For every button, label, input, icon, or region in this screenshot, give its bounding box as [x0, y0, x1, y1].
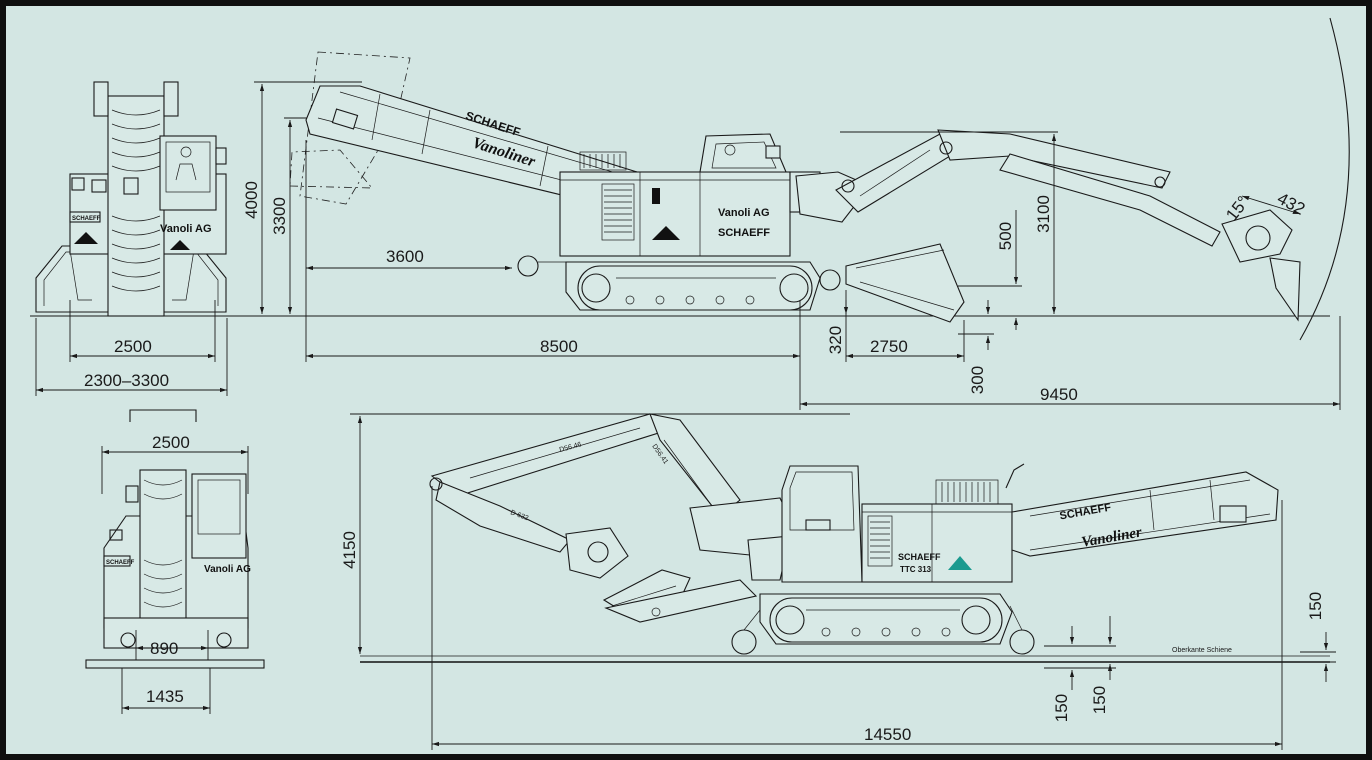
rail-label: Oberkante Schiene [1172, 647, 1232, 654]
dim-2300-3300: 2300–3300 [84, 371, 169, 390]
dim-8500: 8500 [540, 337, 578, 356]
schaeff-small-label-1: SCHAEFF [72, 216, 101, 222]
dim-4150: 4150 [340, 531, 359, 569]
dim-320: 320 [826, 326, 845, 354]
dim-432: 432 [1274, 189, 1308, 219]
side-view-bottom: Oberkante Schiene 4150 D56.46 D56.41 D 6… [340, 413, 1336, 750]
dim-3600: 3600 [386, 247, 424, 266]
vanoli-label-side-top: Vanoli AG [718, 207, 770, 219]
dim-500: 500 [996, 222, 1015, 250]
dim-1435: 1435 [146, 687, 184, 706]
schaeff-small-label-2: SCHAEFF [106, 560, 135, 566]
dim-2750: 2750 [870, 337, 908, 356]
vanoli-label-front-bottom: Vanoli AG [204, 564, 251, 575]
dim-2500-bottom: 2500 [152, 433, 190, 452]
dim-150-a: 150 [1052, 694, 1071, 722]
vanoli-label-front-top: Vanoli AG [160, 223, 212, 235]
dim-890: 890 [150, 639, 178, 658]
dim-150-b: 150 [1090, 686, 1109, 714]
dim-300: 300 [968, 366, 987, 394]
side-view-top: 4000 3300 SCHAEFF Vanoliner [242, 17, 1350, 410]
front-view-bottom: 2500 SCHAEFF Vanoli AG 890 1435 [85, 409, 265, 714]
dim-150-right: 150 [1306, 592, 1325, 620]
dim-2500-top: 2500 [114, 337, 152, 356]
dim-9450: 9450 [1040, 385, 1078, 404]
schaeff-label-bottom: SCHAEFF [898, 552, 941, 562]
dim-3100: 3100 [1034, 195, 1053, 233]
dim-14550: 14550 [864, 725, 911, 744]
dim-3300: 3300 [270, 197, 289, 235]
schaeff-label-side-top: SCHAEFF [718, 227, 770, 239]
dim-4000: 4000 [242, 181, 261, 219]
front-view-top: SCHAEFF Vanoli AG 2500 2300–3300 [30, 81, 1330, 396]
model-label: TTC 313 [900, 565, 932, 574]
